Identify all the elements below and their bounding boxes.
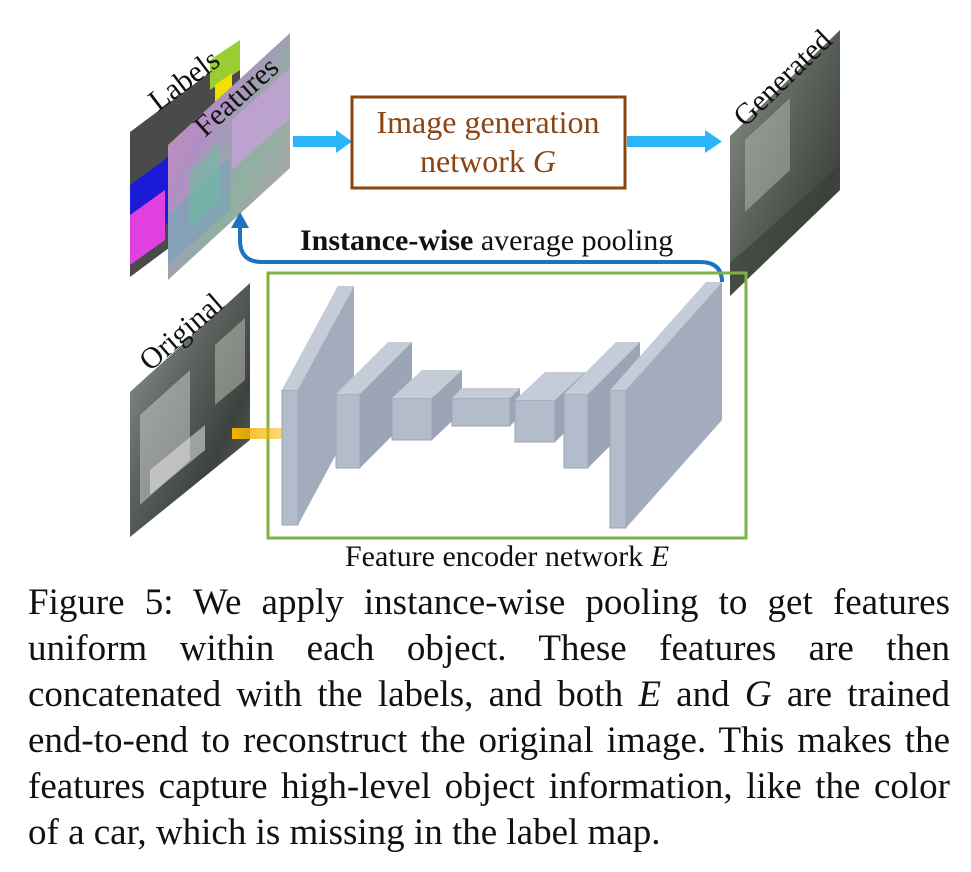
caption-text-3: are trained end-to-end to reconstruct th… — [28, 674, 950, 853]
generated-image — [730, 30, 840, 296]
arrow-generator-to-generated — [627, 130, 722, 153]
pooling-arrow — [238, 226, 724, 283]
generator-box — [350, 95, 627, 190]
figure-caption: Figure 5: We apply instance-wise pooling… — [28, 580, 950, 856]
generator-label-line1: Image generation — [377, 104, 600, 140]
features-image — [168, 33, 290, 280]
caption-symbol-e: E — [638, 674, 661, 715]
encoder-box — [266, 271, 748, 540]
original-image — [130, 283, 250, 537]
pooling-arrowhead — [231, 212, 249, 228]
caption-text-1: Figure 5: We apply instance-wise pooling… — [28, 582, 950, 715]
encoder-block-2 — [335, 342, 412, 469]
encoder-block-4 — [451, 388, 520, 427]
caption-text-2: and — [660, 674, 745, 715]
encoder-block-3 — [391, 370, 462, 441]
caption-symbol-g: G — [744, 674, 772, 715]
pooling-label: Instance-wise average pooling — [300, 224, 673, 257]
encoder-block-7 — [609, 282, 722, 529]
arrow-features-to-generator — [293, 130, 352, 153]
encoder-block-1 — [281, 286, 354, 526]
generator-label-line2: network G — [420, 143, 556, 179]
encoder-label: Feature encoder network E — [345, 540, 669, 573]
